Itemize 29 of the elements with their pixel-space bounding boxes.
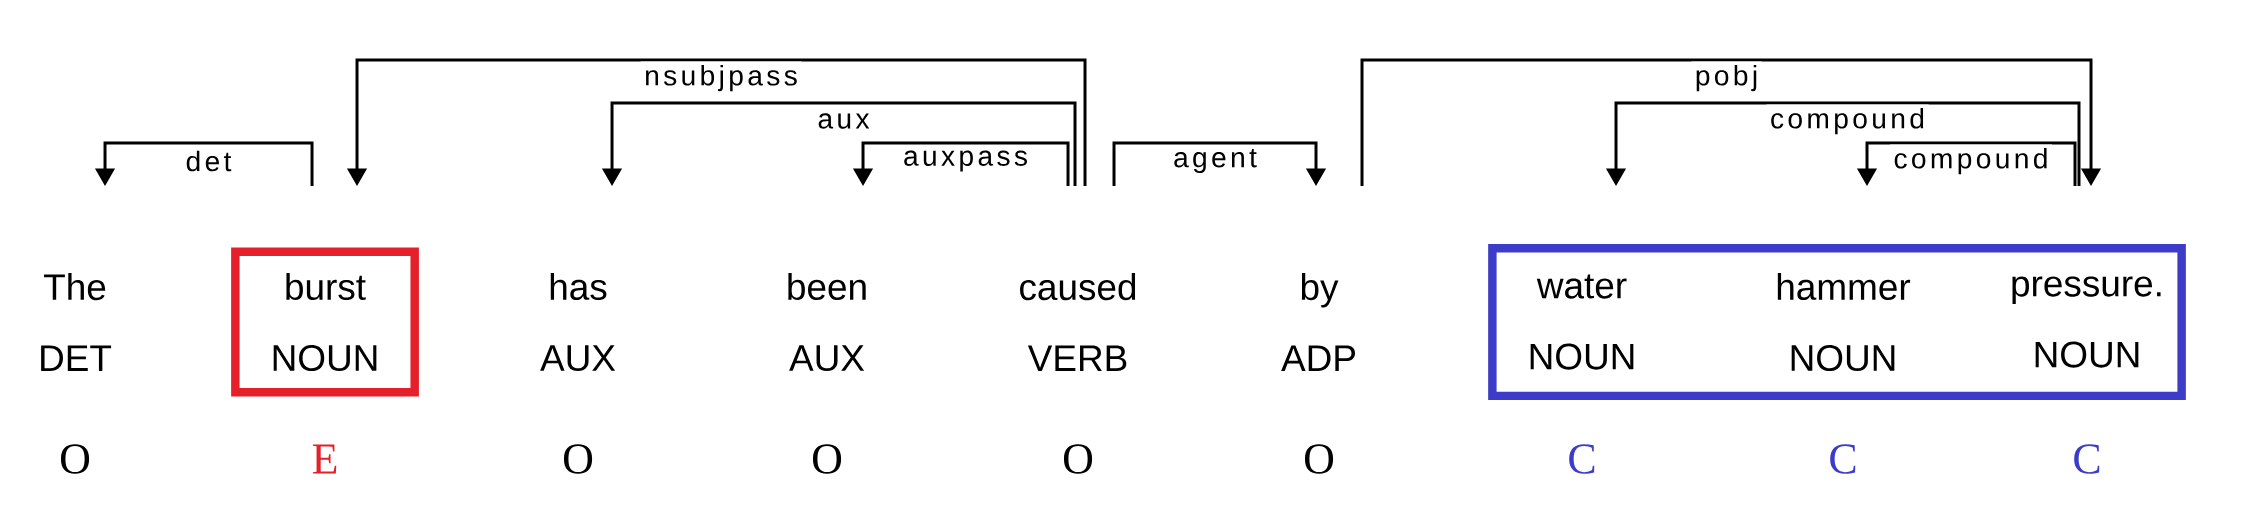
tag-letter: E [312, 444, 337, 474]
arc-label: det [182, 147, 235, 175]
arc-label: nsubjpass [640, 61, 802, 95]
word-label: been AUX [788, 272, 866, 372]
tag-letter: O [60, 444, 90, 474]
word-label: caused VERB [1020, 273, 1136, 371]
tag-letter: O [1304, 444, 1334, 474]
highlight-box [1488, 243, 2186, 401]
tag-letter: O [812, 444, 842, 474]
tag-letter: C [1830, 444, 1856, 474]
word-label: pressure. NOUN [2012, 276, 2161, 368]
dependency-arc [1360, 58, 2102, 186]
word-label: has AUX [540, 272, 616, 372]
tag-letter: C [2074, 444, 2100, 474]
word-label: hammer NOUN [1777, 272, 1911, 372]
arc-label: auxpass [899, 147, 1032, 175]
word-label: water NOUN [1530, 274, 1634, 370]
tag-letter: O [1063, 444, 1093, 474]
tag-letter: C [1569, 444, 1595, 474]
arc-label: compound [1766, 104, 1929, 138]
arc-label: aux [813, 109, 874, 133]
arc-label: compound [1890, 144, 2053, 178]
tag-letter: O [563, 444, 593, 474]
arc-label: pobj [1691, 61, 1762, 95]
word-label: The DET [41, 273, 112, 371]
arc-label: agent [1169, 145, 1261, 177]
dependency-arc [1112, 141, 1327, 186]
word-label: by ADP [1281, 273, 1355, 371]
highlight-box: burst NOUN [231, 247, 419, 397]
